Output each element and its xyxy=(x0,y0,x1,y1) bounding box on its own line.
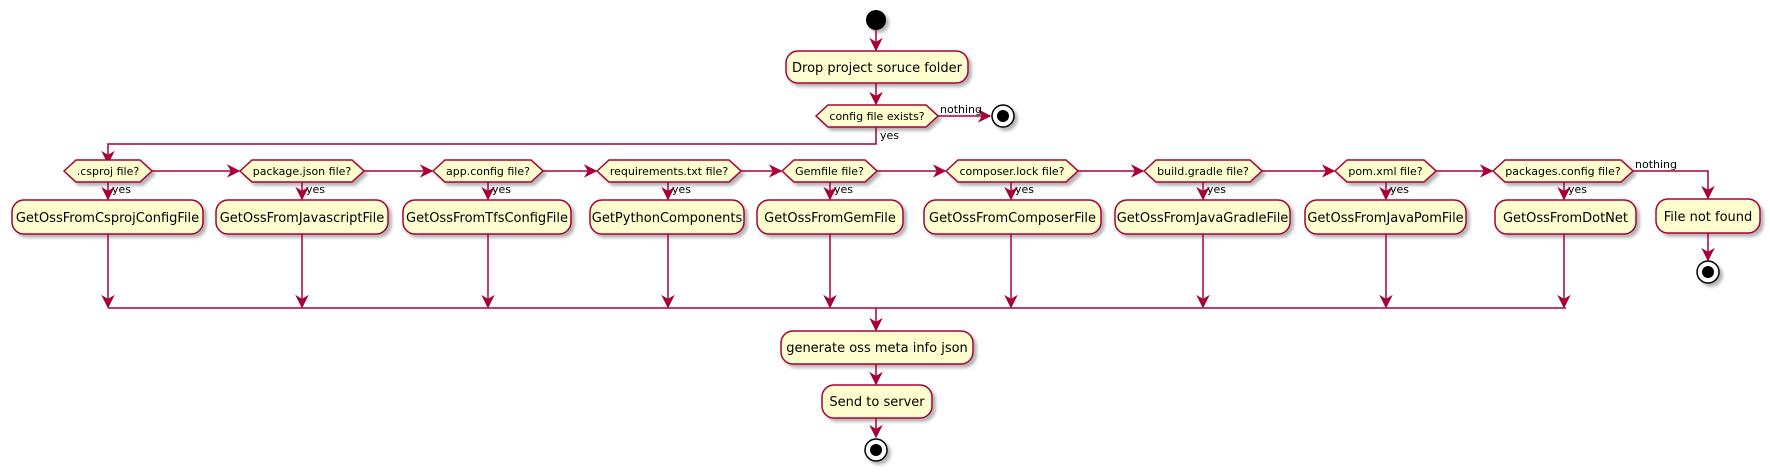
branch-decision-label: .csproj file? xyxy=(77,165,140,178)
branch-action xyxy=(402,199,572,235)
branch-action-label: GetPythonComponents xyxy=(592,211,743,226)
branch-action xyxy=(1494,199,1637,235)
branch-action-label: GetOssFromCsprojConfigFile xyxy=(16,211,199,226)
branch-yes-label: yes xyxy=(112,183,131,196)
end-node-not-found xyxy=(1696,260,1720,284)
end-node-nothing xyxy=(991,104,1015,128)
branch-1: .csproj file? yesGetOssFromCsprojConfigFi… xyxy=(11,159,241,309)
branch-decision-label: app.config file? xyxy=(446,165,530,178)
branch-action xyxy=(589,199,745,235)
activity-file-not-found: File not found xyxy=(1655,198,1761,234)
last-no-edge xyxy=(1633,170,1715,200)
decision-config-exists-label: config file exists? xyxy=(829,110,924,123)
branch-2: package.json file? yesGetOssFromJavascrip… xyxy=(215,159,434,309)
branch-7: build.gradle file? yesGetOssFromJavaGradl… xyxy=(1114,159,1336,309)
activity-send-server: Send to server xyxy=(821,384,933,419)
main-yes-edge-label: yes xyxy=(880,129,899,142)
branch-decision-label: pom.xml file? xyxy=(1348,165,1422,178)
branch-decision-label: composer.lock file? xyxy=(959,165,1064,178)
branch-action-label: GetOssFromJavaPomFile xyxy=(1307,211,1463,226)
branch-yes-label: yes xyxy=(306,183,325,196)
branches-group: .csproj file? yesGetOssFromCsprojConfigFi… xyxy=(11,159,1637,309)
start-node xyxy=(866,10,886,30)
branch-decision-label: requirements.txt file? xyxy=(610,165,728,178)
branch-action-label: GetOssFromJavascriptFile xyxy=(220,211,385,226)
branch-action-label: GetOssFromComposerFile xyxy=(929,211,1096,226)
branch-decision-label: packages.config file? xyxy=(1505,165,1621,178)
last-no-edge-label: nothing xyxy=(1635,158,1677,171)
branch-action-label: GetOssFromJavaGradleFile xyxy=(1117,211,1289,226)
branch-yes-label: yes xyxy=(1568,183,1587,196)
branch-decision-label: Gemfile file? xyxy=(795,165,864,178)
branch-yes-label: yes xyxy=(1207,183,1226,196)
branch-yes-label: yes xyxy=(1015,183,1034,196)
branch-action-label: GetOssFromTfsConfigFile xyxy=(406,211,568,226)
branch-yes-label: yes xyxy=(672,183,691,196)
branch-yes-label: yes xyxy=(1390,183,1409,196)
main-no-edge-label: nothing xyxy=(940,103,982,116)
end-node-final xyxy=(864,438,888,462)
decision-config-exists: config file exists? xyxy=(814,104,940,128)
activity-drop-folder: Drop project soruce folder xyxy=(785,50,969,84)
activity-send-server-label: Send to server xyxy=(829,395,925,410)
activity-drop-folder-label: Drop project soruce folder xyxy=(792,61,963,76)
activity-generate-json: generate oss meta info json xyxy=(780,330,974,365)
branch-yes-label: yes xyxy=(492,183,511,196)
branch-action-label: GetOssFromDotNet xyxy=(1503,211,1628,226)
activity-file-not-found-label: File not found xyxy=(1664,210,1753,225)
activity-generate-json-label: generate oss meta info json xyxy=(786,341,968,356)
branch-decision-label: package.json file? xyxy=(253,165,352,178)
branch-decision-label: build.gradle file? xyxy=(1157,165,1249,178)
branch-action xyxy=(923,199,1102,235)
branch-action-label: GetOssFromGemFile xyxy=(764,211,896,226)
branch-3: app.config file? yesGetOssFromTfsConfigFi… xyxy=(402,159,598,309)
branch-6: composer.lock file? yesGetOssFromComposer… xyxy=(923,159,1145,309)
branch-4: requirements.txt file? yesGetPythonCompon… xyxy=(589,159,783,309)
branch-yes-label: yes xyxy=(834,183,853,196)
